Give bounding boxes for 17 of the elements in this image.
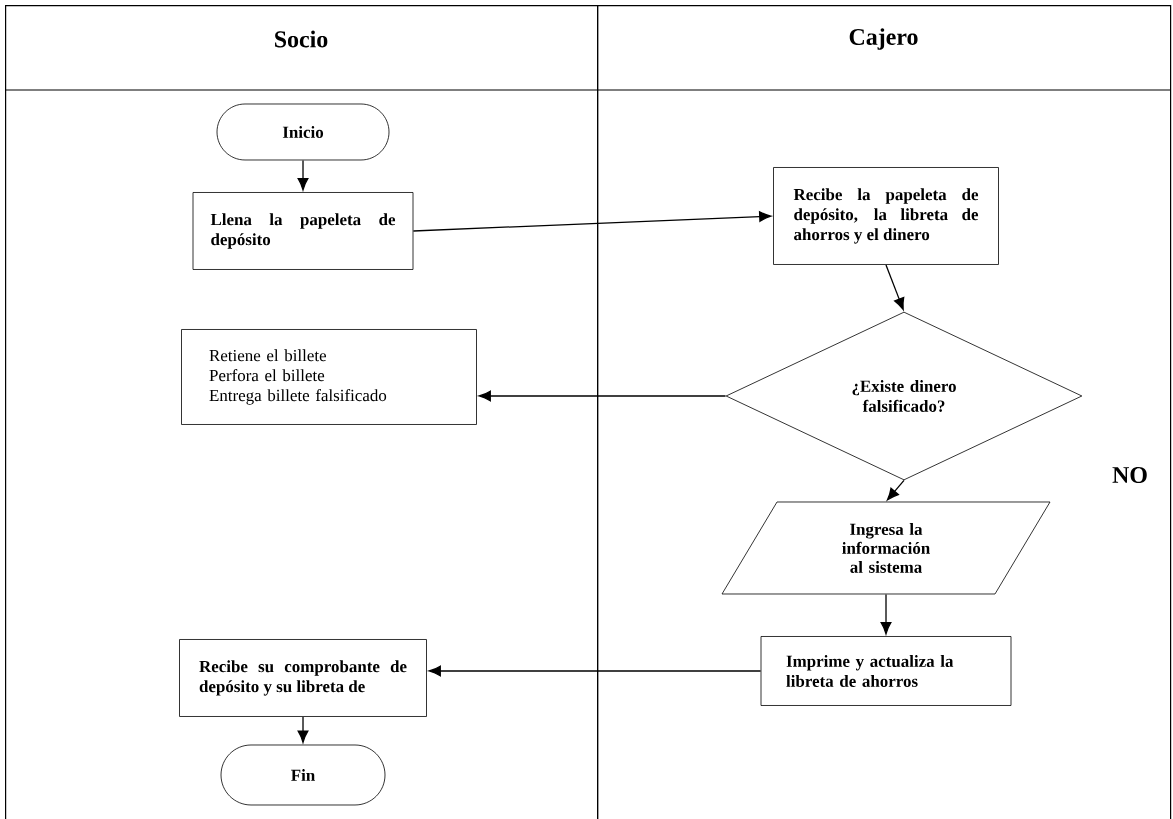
process-box: Recibe su comprobante de depósito y su libreta de: [179, 639, 427, 717]
process-box: Llena la papeleta de depósito: [192, 192, 414, 270]
arrow: [478, 390, 727, 402]
branch-label: NO: [1112, 466, 1147, 484]
process-box: Imprime y actualiza la libreta de ahorros: [760, 636, 1012, 706]
terminator: Inicio: [216, 103, 390, 161]
arrow: [428, 665, 762, 677]
arrow: [886, 479, 905, 501]
terminator: Fin: [220, 744, 386, 806]
arrow: [885, 264, 905, 311]
arrow: [412, 211, 772, 232]
process-box: Retiene el billete Perfora el billete Entrega billete falsificado: [181, 329, 477, 425]
process-box: Recibe la papeleta de depósito, la libreta de ahorros y el dinero: [773, 167, 999, 265]
arrow: [297, 716, 309, 743]
arrow: [297, 159, 309, 191]
data-parallelogram: Ingresa la información al sistema: [721, 501, 1051, 595]
arrow: [880, 593, 892, 635]
